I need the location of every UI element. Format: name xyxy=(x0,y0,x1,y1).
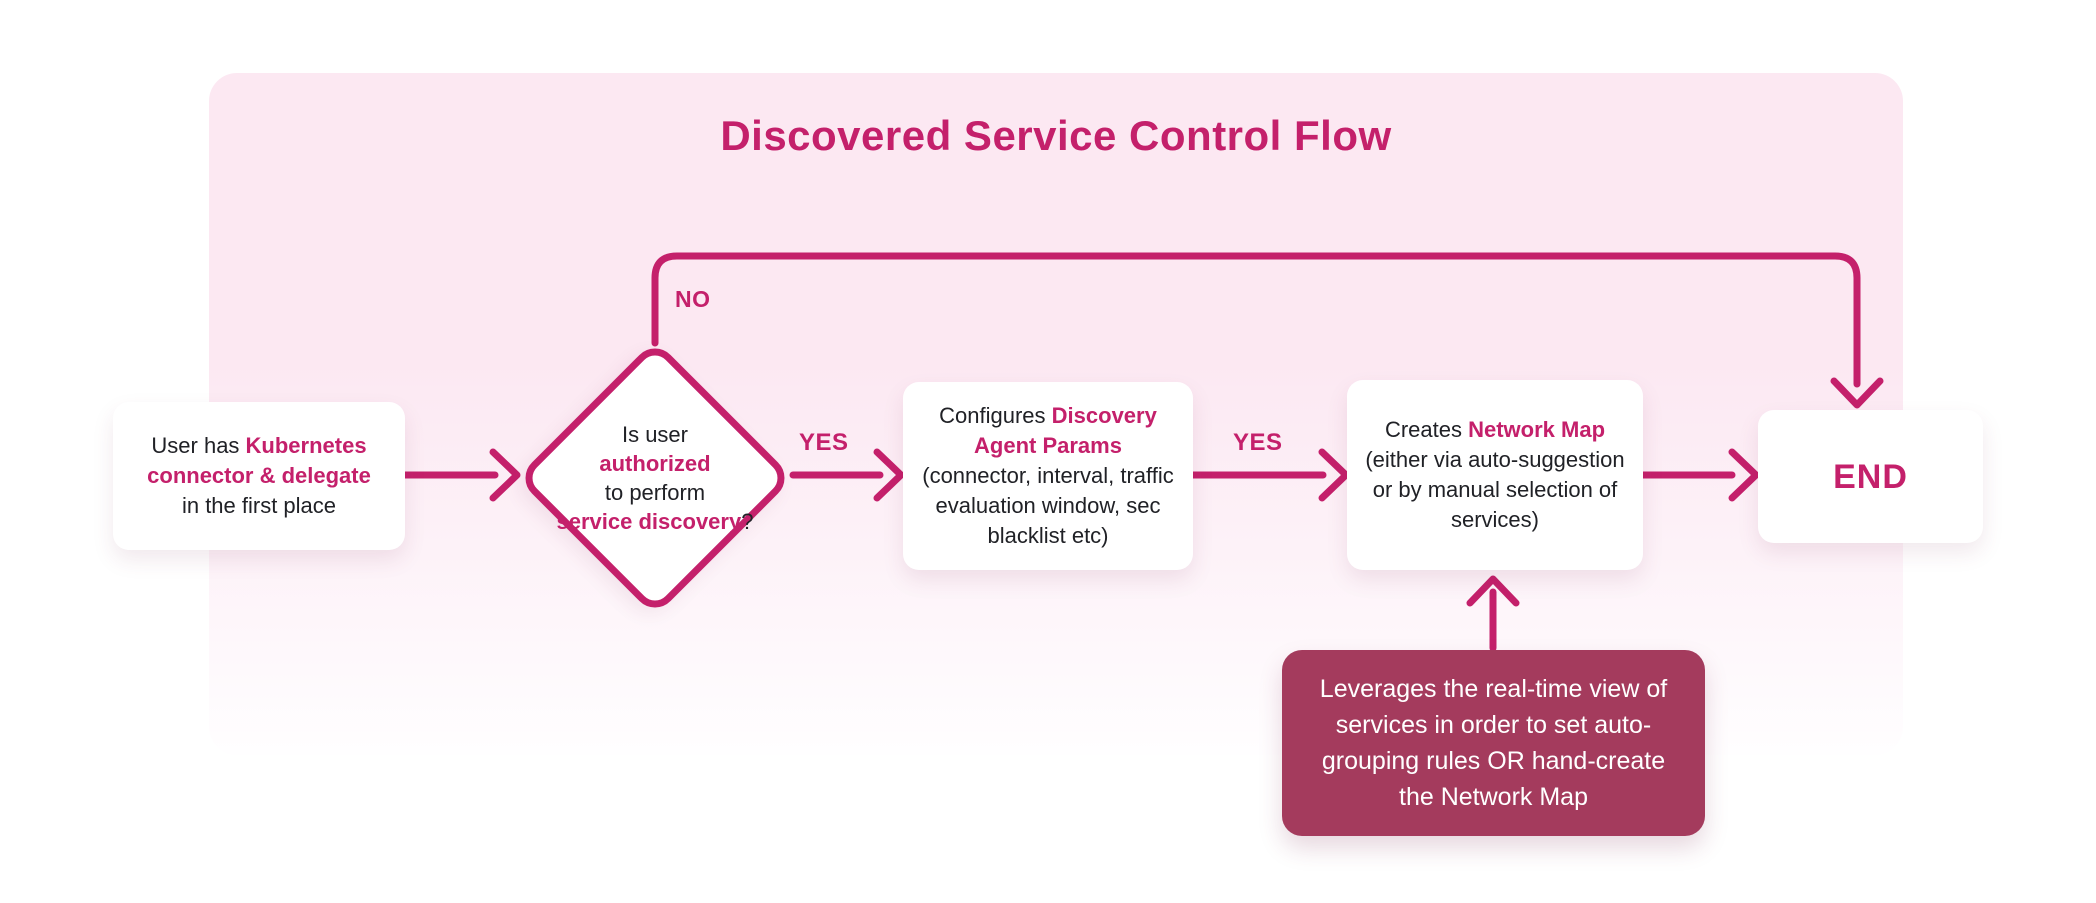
accent-text: Kubernetes xyxy=(245,433,367,458)
node-decision-text: Is user authorized to perform service di… xyxy=(556,422,754,534)
node-end: END xyxy=(1758,410,1983,543)
accent-text: Network Map xyxy=(1468,417,1606,442)
node-start-text: User has Kubernetes connector & delegate… xyxy=(147,433,371,518)
node-create-text: Creates Network Map (either via auto-sug… xyxy=(1365,417,1625,532)
edge-label-no: NO xyxy=(675,286,711,312)
annotation-text: Leverages the real-time view of services… xyxy=(1319,675,1668,811)
edge-label-yes-1: YES xyxy=(799,429,849,456)
node-configure-text: Configures Discovery Agent Params (conne… xyxy=(922,403,1174,548)
accent-text: connector & delegate xyxy=(147,463,371,488)
page-title: Discovered Service Control Flow xyxy=(720,112,1392,159)
accent-text: Agent Params xyxy=(974,433,1122,458)
node-start: User has Kubernetes connector & delegate… xyxy=(113,402,405,550)
edge-label-yes-2: YES xyxy=(1233,429,1283,456)
annotation-box: Leverages the real-time view of services… xyxy=(1282,650,1705,836)
end-label: END xyxy=(1833,457,1908,496)
accent-text: authorized xyxy=(599,451,711,476)
node-create-network-map: Creates Network Map (either via auto-sug… xyxy=(1347,380,1643,570)
accent-text: Discovery xyxy=(1051,403,1157,428)
node-configure-params: Configures Discovery Agent Params (conne… xyxy=(903,382,1193,570)
accent-text: service discovery xyxy=(556,509,742,534)
